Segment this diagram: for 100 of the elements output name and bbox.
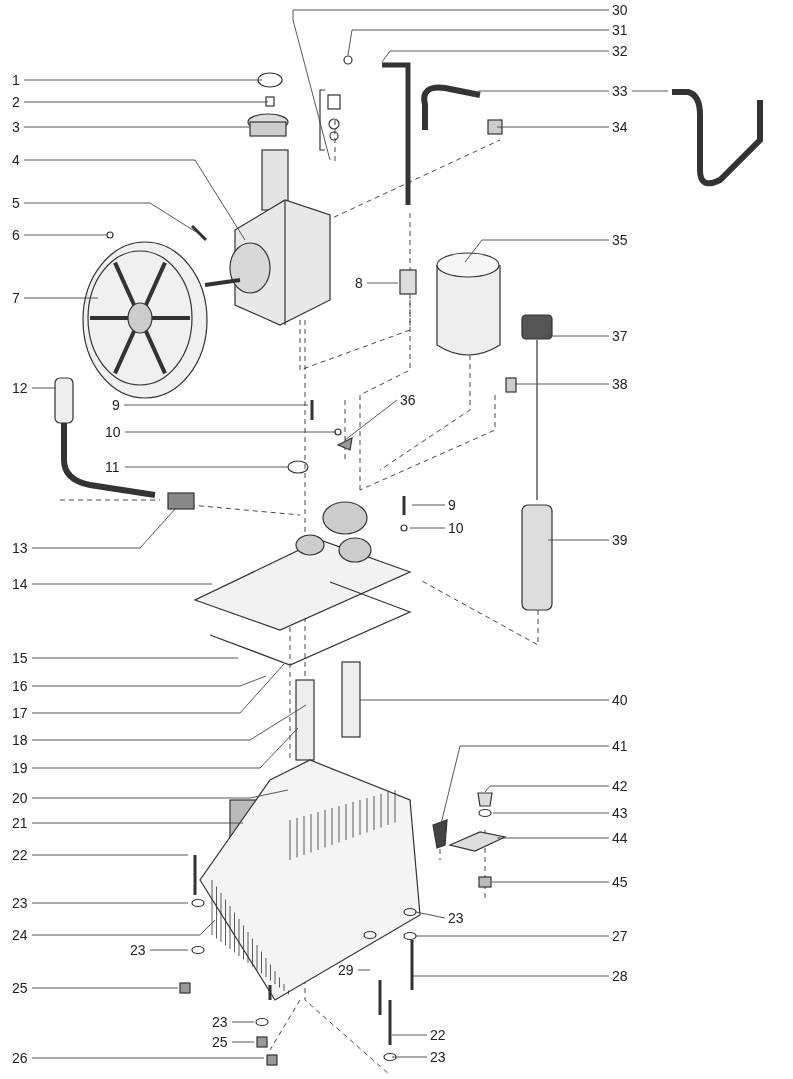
callout-number: 35 [612,232,628,248]
leader-line [391,1034,428,1036]
callout-number: 33 [612,83,628,99]
leader-line [124,466,289,468]
callout-number: 6 [12,227,20,243]
callout-number: 41 [612,738,628,754]
callout-number: 42 [612,778,628,794]
callout-number: 23 [130,942,146,958]
callout-number: 39 [612,532,628,548]
leader-line [366,282,399,284]
callout-number: 16 [12,678,28,694]
callout-number: 44 [612,830,628,846]
leader-line [344,399,398,441]
callout-number: 4 [12,152,20,168]
leader-line [149,949,189,951]
callout-number: 23 [448,910,464,926]
leader-line [546,335,610,337]
callout-number: 43 [612,805,628,821]
leader-line [415,935,610,937]
callout-number: 9 [112,397,120,413]
callout-number: 15 [12,650,28,666]
callout-number: 37 [612,328,628,344]
callout-number: 21 [12,815,28,831]
leader-line [411,504,446,506]
leader-line [31,902,189,904]
callout-number: 36 [400,392,416,408]
leader-line [31,789,289,799]
leader-line [23,79,263,81]
callout-number: 27 [612,928,628,944]
leader-line [31,727,299,769]
callout-number: 24 [12,927,28,943]
callout-number: 10 [448,520,464,536]
leader-line [23,297,99,299]
leader-line [347,29,610,56]
callout-number: 30 [612,2,628,18]
callout-number: 11 [105,459,120,475]
callout-number: 45 [612,874,628,890]
leader-line [514,383,610,385]
callout-number: 13 [12,540,28,556]
leader-line [292,9,610,161]
leader-line [359,699,610,701]
callout-number: 28 [612,968,628,984]
leader-line [31,987,179,989]
callout-number: 1 [12,72,20,88]
callout-number: 25 [212,1034,228,1050]
callout-number: 14 [12,576,28,592]
callout-number: 20 [12,790,28,806]
leader-line [31,854,189,856]
leader-line [31,675,267,687]
leader-line [31,919,216,936]
leader-line [31,657,239,659]
leader-line [631,90,669,92]
leader-line [231,1041,255,1043]
leader-line [23,101,269,103]
leader-line [409,527,446,529]
leader-line [31,704,307,741]
callout-number: 29 [338,962,354,978]
leader-line [391,1056,428,1058]
callout-number: 18 [12,732,28,748]
callout-number: 23 [12,895,28,911]
leader-line [231,1021,255,1023]
leader-line [492,812,610,814]
callout-number: 22 [12,847,28,863]
leader-line [31,822,244,824]
leader-line [31,663,285,714]
leader-line [23,202,197,233]
callout-number: 23 [212,1014,228,1030]
callout-number: 19 [12,760,28,776]
leader-line [484,785,610,793]
leader-line [23,159,246,241]
callout-number: 22 [430,1027,446,1043]
callout-number: 9 [448,497,456,513]
callout-number: 7 [12,290,20,306]
leader-line [123,404,309,406]
callout-number: 3 [12,119,20,135]
leader-line [477,90,610,92]
leader-line [547,539,610,541]
leader-line [357,969,371,971]
callout-number: 34 [612,119,628,135]
leader-line [412,975,610,977]
callout-number: 23 [430,1049,446,1065]
callout-number: 40 [612,692,628,708]
leader-line [23,234,107,236]
leader-line [31,387,57,389]
leader-line [496,837,610,839]
leader-line [23,126,251,128]
callout-number: 32 [612,43,628,59]
callout-number: 2 [12,94,20,110]
callout-number: 5 [12,195,20,211]
leader-line [31,583,213,585]
callout-number: 12 [12,380,28,396]
leader-line [496,126,610,128]
leader-line [31,1057,265,1059]
leader-line [415,911,446,919]
callout-number: 26 [12,1050,28,1066]
callout-number: 8 [355,275,363,291]
callout-number: 25 [12,980,28,996]
leader-line [381,50,610,63]
callout-number: 17 [12,705,28,721]
leader-line [491,881,610,883]
